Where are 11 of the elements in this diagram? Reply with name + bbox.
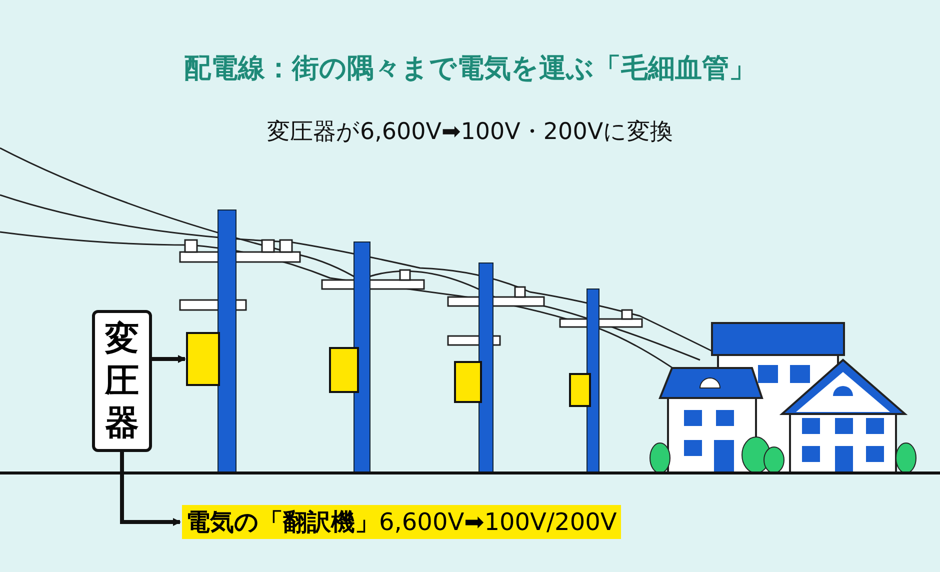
arrow [152,355,186,363]
label-text: 変圧器 [104,318,140,444]
transformer-box [454,361,482,403]
highlighted-caption: 電気の「翻訳機」6,600V➡100V/200V [182,505,621,539]
transformer-box [569,373,591,407]
transformer-box [329,347,359,393]
subtitle: 変圧器が6,600V➡100V・200Vに変換 [266,118,674,147]
arrow [120,452,181,526]
label-box [92,310,152,452]
transformer-box [186,332,220,386]
diagram-title: 配電線：街の隅々まで電気を運ぶ「毛細血管」 [183,52,757,86]
